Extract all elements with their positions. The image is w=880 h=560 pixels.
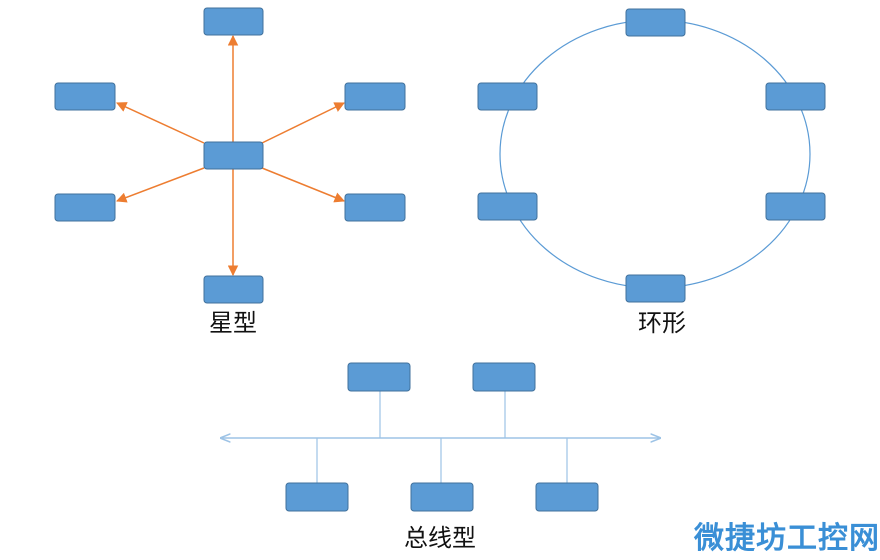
bus-node-upper-left — [347, 362, 411, 392]
star-node-upper-left — [54, 82, 116, 111]
ring-node-upper-right — [765, 82, 826, 111]
star-node-lower-right — [344, 193, 406, 222]
star-link-upper-left — [116, 102, 205, 144]
star-link-upper-right — [261, 102, 345, 144]
bus-node-lower-right — [535, 482, 599, 512]
bus-node-lower-left — [285, 482, 349, 512]
star-node-hub — [203, 141, 264, 170]
ring-node-lower-right — [765, 192, 826, 221]
star-link-lower-right — [261, 167, 345, 203]
ring-label: 环形 — [638, 309, 686, 337]
star-label: 星型 — [209, 309, 257, 337]
star-node-lower-left — [54, 193, 116, 222]
bus-label: 总线型 — [404, 524, 476, 552]
bus-node-lower-middle — [410, 482, 474, 512]
star-topology: 星型 — [54, 7, 406, 337]
ring-node-lower-left — [477, 192, 538, 221]
ring-topology: 环形 — [477, 8, 826, 337]
ring-node-bottom — [625, 274, 686, 303]
star-link-lower-left — [116, 167, 205, 203]
watermark-logo: 微捷坊工控网 — [693, 521, 880, 556]
star-node-upper-right — [344, 82, 406, 111]
ring-node-upper-left — [477, 82, 538, 111]
star-node-top — [203, 7, 264, 36]
ring-line — [499, 19, 811, 289]
bus-topology: 总线型 — [221, 362, 660, 552]
bus-node-upper-right — [472, 362, 536, 392]
star-node-bottom — [203, 275, 264, 304]
ring-node-top — [625, 8, 686, 37]
